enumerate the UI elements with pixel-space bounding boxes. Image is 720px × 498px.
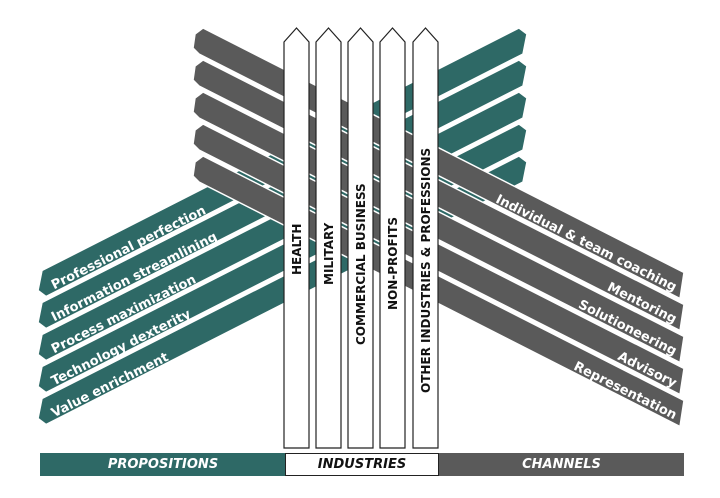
industry-column: HEALTH [283,27,310,449]
footer-industries: INDUSTRIES [285,453,439,476]
industry-label: NON-PROFITS [386,217,400,310]
industry-column-shape [347,27,374,449]
industry-column: COMMERCIAL BUSINESS [347,27,374,449]
industry-label: COMMERCIAL BUSINESS [354,183,368,345]
industry-label: OTHER INDUSTRIES & PROFESSIONS [419,148,433,393]
footer-channels: CHANNELS [439,453,684,476]
industry-column-shape [379,27,406,449]
industry-column-shape [315,27,342,449]
industry-column: OTHER INDUSTRIES & PROFESSIONS [412,27,439,449]
footer-propositions: PROPOSITIONS [40,453,286,476]
industry-column-shape [412,27,439,449]
industry-column-shape [283,27,310,449]
industry-label: MILITARY [322,222,336,285]
industry-column: NON-PROFITS [379,27,406,449]
industries-columns: HEALTH MILITARY COMMERCIAL BUSINESS NON-PRO… [283,27,439,449]
industry-column: MILITARY [315,27,342,449]
industry-label: HEALTH [290,224,304,275]
